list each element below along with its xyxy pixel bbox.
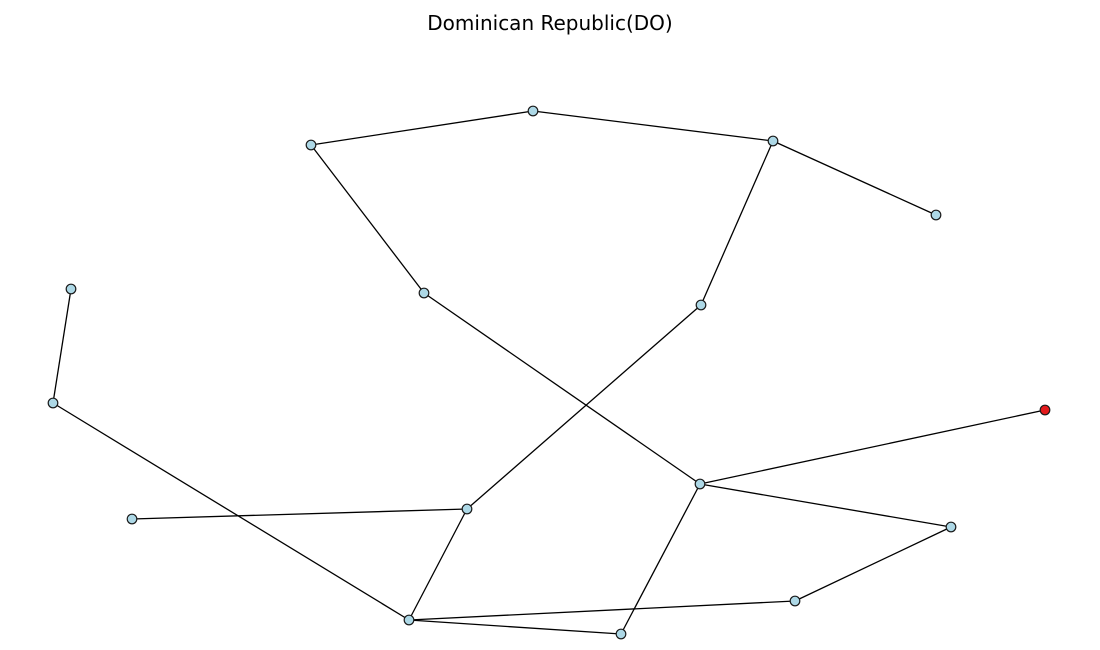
graph-node bbox=[126, 513, 138, 525]
graph-edge bbox=[532, 110, 774, 142]
graph-node bbox=[527, 105, 539, 117]
node-layer bbox=[47, 105, 1051, 640]
graph-edge bbox=[310, 144, 425, 294]
graph-node bbox=[47, 397, 59, 409]
graph-node bbox=[694, 478, 706, 490]
graph-edge bbox=[794, 526, 952, 602]
edge-layer bbox=[52, 110, 1046, 635]
graph-node bbox=[65, 283, 77, 295]
graph-node bbox=[615, 628, 627, 640]
graph-edge bbox=[310, 110, 534, 146]
graph-node bbox=[789, 595, 801, 607]
graph-node-highlighted bbox=[1039, 404, 1051, 416]
graph-edge bbox=[700, 140, 774, 306]
graph-edge bbox=[408, 508, 468, 621]
graph-node bbox=[305, 139, 317, 151]
graph-edge bbox=[699, 483, 952, 528]
graph-edge bbox=[772, 140, 937, 216]
graph-edge bbox=[52, 288, 72, 404]
graph-node bbox=[461, 503, 473, 515]
graph-edge bbox=[408, 619, 622, 635]
graph-edge bbox=[466, 304, 702, 510]
graph-node bbox=[930, 209, 942, 221]
graph-title: Dominican Republic(DO) bbox=[427, 11, 673, 35]
graph-edge bbox=[620, 483, 701, 635]
graph-node bbox=[695, 299, 707, 311]
graph-edge bbox=[408, 600, 796, 621]
graph-edge bbox=[699, 409, 1046, 485]
graph-node bbox=[945, 521, 957, 533]
graph-node bbox=[767, 135, 779, 147]
graph-edge bbox=[423, 292, 701, 485]
graph-node bbox=[418, 287, 430, 299]
graph-edge bbox=[52, 402, 410, 621]
graph-edge bbox=[131, 508, 468, 520]
graph-node bbox=[403, 614, 415, 626]
